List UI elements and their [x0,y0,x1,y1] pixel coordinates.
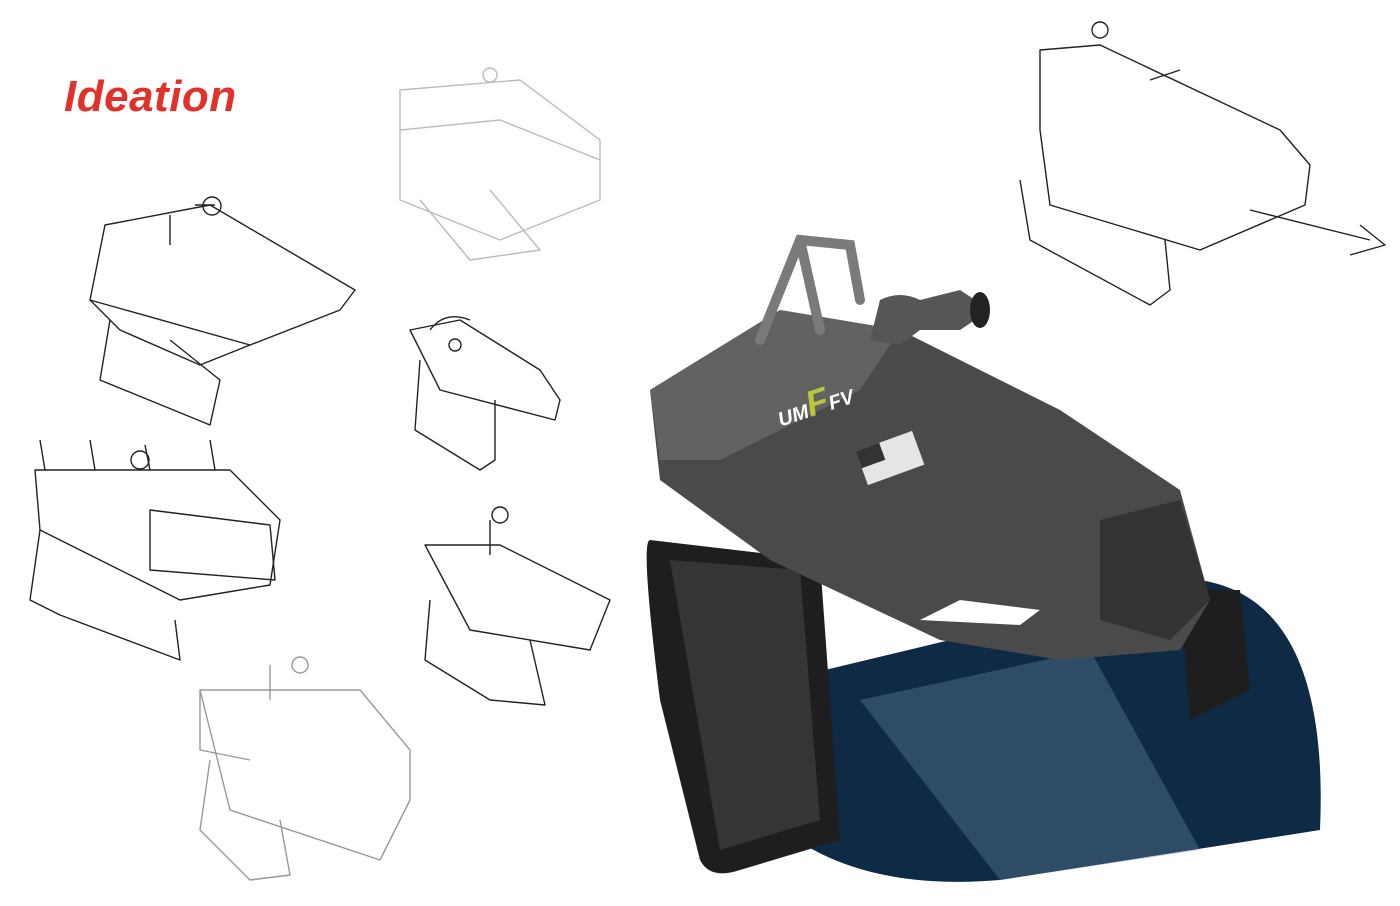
sketch-center-small [409,316,561,471]
sketch-left-1 [89,196,356,426]
floor-shadow [700,580,1321,882]
sketch-bottom [199,656,411,881]
roll-bar [755,234,865,345]
right-track [1180,590,1250,720]
sketch-top-center [399,67,601,261]
sketch-center-2 [424,506,611,706]
vehicle-render [646,234,1321,882]
sketch-left-2 [29,439,281,661]
sketch-top-right [1019,21,1386,306]
nozzle [870,290,990,345]
us-flag-icon [855,430,925,486]
page-title: Ideation [64,72,237,121]
